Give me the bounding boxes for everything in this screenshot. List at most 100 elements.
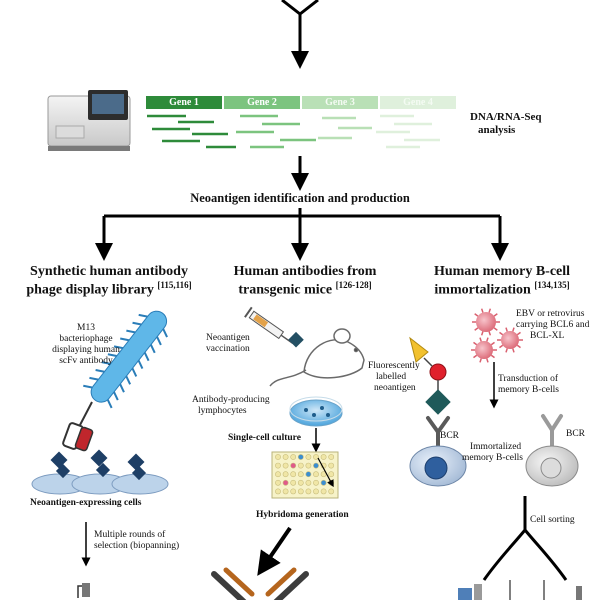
well — [328, 488, 335, 495]
virus-label-line2: carrying BCL6 and — [516, 320, 590, 330]
well — [282, 462, 289, 469]
well — [297, 479, 304, 486]
well — [313, 462, 319, 469]
well — [275, 479, 281, 486]
virus-label-line1: EBV or retrovirus — [516, 309, 585, 319]
well — [305, 479, 312, 486]
gene-label-2: Gene 2 — [247, 96, 277, 108]
vaccination-label-line1: Neoantigen — [206, 333, 250, 343]
well — [297, 462, 304, 469]
branch3-title-line1: Human memory B-cell — [433, 264, 571, 279]
gene-label-3: Gene 3 — [325, 96, 355, 108]
fluor-label-line1: Fluorescently — [368, 361, 420, 371]
branch2-title-line1: Human antibodies from — [233, 264, 377, 279]
virus-particle — [471, 337, 497, 363]
transduction-label-line1: Transduction of — [498, 374, 559, 384]
branch3-title-line2-text: immortalization — [434, 282, 531, 298]
branch2-title-line2: transgenic mice [126-128] — [210, 280, 400, 299]
neoantigen-diamond-icon — [288, 331, 304, 348]
hybridoma-label: Hybridoma generation — [256, 510, 349, 520]
well — [290, 462, 297, 469]
well — [290, 471, 297, 478]
gene-bar-3 — [302, 96, 378, 109]
gene-label-4: Gene 4 — [403, 96, 433, 108]
well — [320, 454, 327, 460]
main-step-label: Neoantigen identification and production — [190, 191, 410, 205]
branch1-title-line1: Synthetic human antibody — [30, 264, 188, 279]
fluor-label-line2: labelled — [376, 372, 407, 382]
seq-label-line2: analysis — [478, 124, 516, 136]
gene-bars — [146, 96, 456, 109]
phage-label-line4: scFv antibody — [59, 356, 113, 366]
neoantigen-cells-icon — [31, 449, 169, 495]
sorting-label: Cell sorting — [530, 515, 575, 525]
branch-connector — [95, 208, 509, 261]
fluor-label-line3: neoantigen — [374, 383, 416, 393]
well — [282, 488, 289, 495]
well — [305, 462, 312, 469]
well — [328, 471, 335, 478]
lymphocytes-label-line2: lymphocytes — [198, 406, 247, 416]
sorting-branch-left — [482, 529, 527, 581]
phage-label-line3: displaying human — [52, 345, 120, 355]
well — [275, 462, 281, 469]
gene-label-1: Gene 1 — [169, 96, 199, 108]
phage-small-icon — [77, 583, 90, 598]
rounds-label-line1: Multiple rounds of — [94, 530, 166, 540]
branch2-title-line2-text: transgenic mice — [238, 282, 333, 298]
hybridoma-arrow — [257, 526, 292, 576]
phage-label-line2: bacteriophage — [59, 334, 113, 344]
branch3-refs: [134,135] — [534, 280, 570, 290]
well — [305, 488, 312, 495]
syringe-icon — [244, 306, 294, 344]
petri-dish-icon — [289, 396, 343, 427]
culture-label: Single-cell culture — [228, 433, 301, 443]
lymphocytes-label-line1: Antibody-producing — [192, 395, 270, 405]
mouse-icon — [269, 328, 365, 387]
fluorophore-icon — [409, 336, 451, 415]
virus-label-line3: BCL-XL — [530, 331, 565, 341]
gene-bar-2 — [224, 96, 300, 109]
gene-bar-1 — [146, 96, 222, 109]
well — [313, 454, 319, 460]
phage-label-line1: M13 — [77, 323, 95, 333]
antibody-icon — [211, 567, 309, 600]
bcr-right-label: BCR — [566, 429, 586, 439]
well — [275, 454, 281, 460]
well — [320, 488, 327, 495]
vaccination-label-line2: vaccination — [206, 344, 250, 354]
branch1-title-line2-text: phage display library — [26, 282, 154, 298]
cells-label: Neoantigen-expressing cells — [30, 498, 142, 508]
branch1-title-line2: phage display library [115,116] — [4, 280, 214, 299]
well — [328, 462, 335, 469]
well — [313, 471, 319, 478]
virus-icon — [471, 308, 523, 363]
well — [297, 471, 304, 478]
well — [297, 454, 304, 460]
well — [282, 479, 289, 486]
well — [290, 479, 297, 486]
well — [313, 488, 319, 495]
well — [305, 471, 312, 478]
well — [328, 454, 335, 460]
virus-particle — [497, 327, 523, 353]
well — [282, 454, 289, 460]
well — [320, 479, 327, 486]
gene-bar-4 — [380, 96, 456, 109]
transduction-label-line2: memory B-cells — [498, 385, 559, 395]
well — [290, 488, 297, 495]
well — [290, 454, 297, 460]
immortalized-label-line1: Immortalized — [470, 442, 522, 452]
well — [275, 471, 281, 478]
bcr-left-label: BCR — [440, 431, 460, 441]
immortalized-label-line2: memory B-cells — [462, 453, 523, 463]
bcr-right-icon — [541, 414, 563, 448]
phage-icon — [62, 310, 168, 452]
well — [305, 454, 312, 460]
sorting-branch-right — [523, 529, 568, 581]
well — [275, 488, 281, 495]
well — [297, 488, 304, 495]
branch2-refs: [126-128] — [335, 280, 372, 290]
rounds-label-line2: selection (biopanning) — [94, 541, 180, 551]
